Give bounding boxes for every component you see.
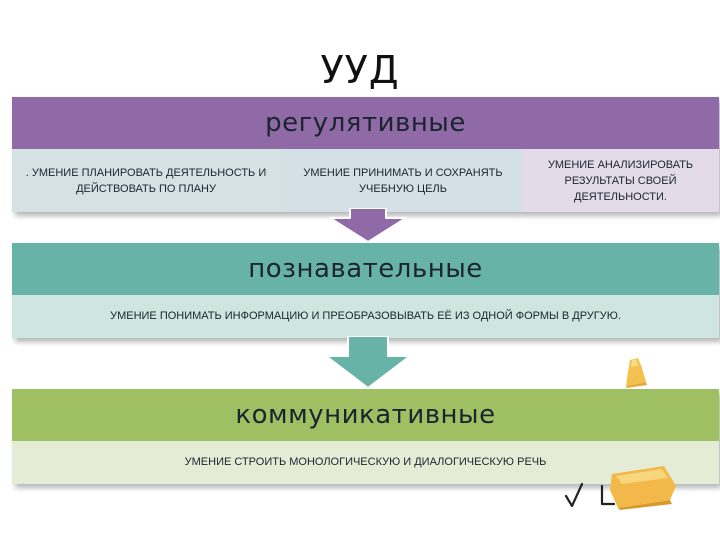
band-cognitive-header: познавательные	[12, 243, 719, 295]
arrow-down-icon	[318, 336, 418, 390]
band-regulatory: регулятивные . УМЕНИЕ ПЛАНИРОВАТЬ ДЕЯТЕЛ…	[12, 97, 719, 212]
band-regulatory-header: регулятивные	[12, 97, 719, 149]
regulatory-item-planning: . УМЕНИЕ ПЛАНИРОВАТЬ ДЕЯТЕЛЬНОСТЬ И ДЕЙС…	[12, 149, 280, 212]
checkmark-icon	[562, 480, 622, 510]
regulatory-item-goal: УМЕНИЕ ПРИНИМАТЬ И СОХРАНЯТЬ УЧЕБНУЮ ЦЕЛ…	[284, 149, 522, 212]
slide-title: УУД	[300, 46, 420, 94]
band-cognitive: познавательные УМЕНИЕ ПОНИМАТЬ ИНФОРМАЦИ…	[12, 243, 719, 338]
band-cognitive-body: УМЕНИЕ ПОНИМАТЬ ИНФОРМАЦИЮ И ПРЕОБРАЗОВЫ…	[12, 295, 719, 338]
arrow-down-icon	[318, 208, 418, 244]
regulatory-item-analysis: УМЕНИЕ АНАЛИЗИРОВАТЬ РЕЗУЛЬТАТЫ СВОЕЙ ДЕ…	[522, 149, 719, 212]
band-communicative-header: коммуникативные	[12, 389, 719, 441]
pencil-icon	[620, 358, 654, 388]
